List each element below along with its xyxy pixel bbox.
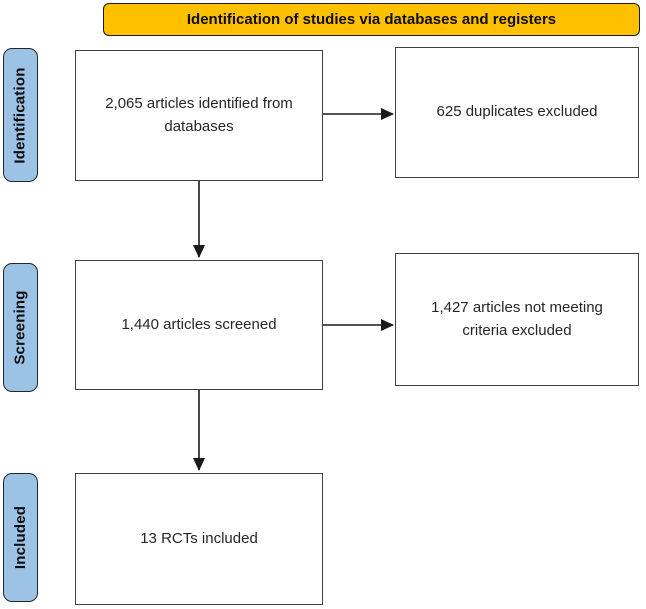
box-articles-screened: 1,440 articles screened	[75, 260, 323, 390]
banner: Identification of studies via databases …	[103, 3, 640, 36]
box-articles-not-meeting-criteria: 1,427 articles not meeting criteria excl…	[395, 253, 639, 386]
stage-label-identification: Identification	[3, 48, 38, 182]
box-articles-not-meeting-criteria-text: 1,427 articles not meeting criteria excl…	[431, 299, 603, 339]
box-articles-identified-text: 2,065 articles identified from databases	[105, 95, 293, 135]
box-duplicates-excluded-text: 625 duplicates excluded	[436, 103, 598, 121]
banner-title: Identification of studies via databases …	[186, 11, 557, 28]
stage-label-included-text: Included	[12, 505, 29, 570]
box-articles-screened-text: 1,440 articles screened	[121, 315, 277, 333]
box-articles-identified: 2,065 articles identified from databases	[75, 50, 323, 181]
box-rcts-included-text: 13 RCTs included	[140, 529, 258, 547]
stage-label-identification-text: Identification	[12, 66, 30, 164]
stage-label-included: Included	[3, 473, 38, 602]
box-duplicates-excluded: 625 duplicates excluded	[395, 47, 639, 178]
stage-label-screening-text: Screening	[12, 290, 30, 365]
stage-label-screening: Screening	[3, 263, 38, 392]
box-rcts-included: 13 RCTs included	[75, 473, 323, 605]
